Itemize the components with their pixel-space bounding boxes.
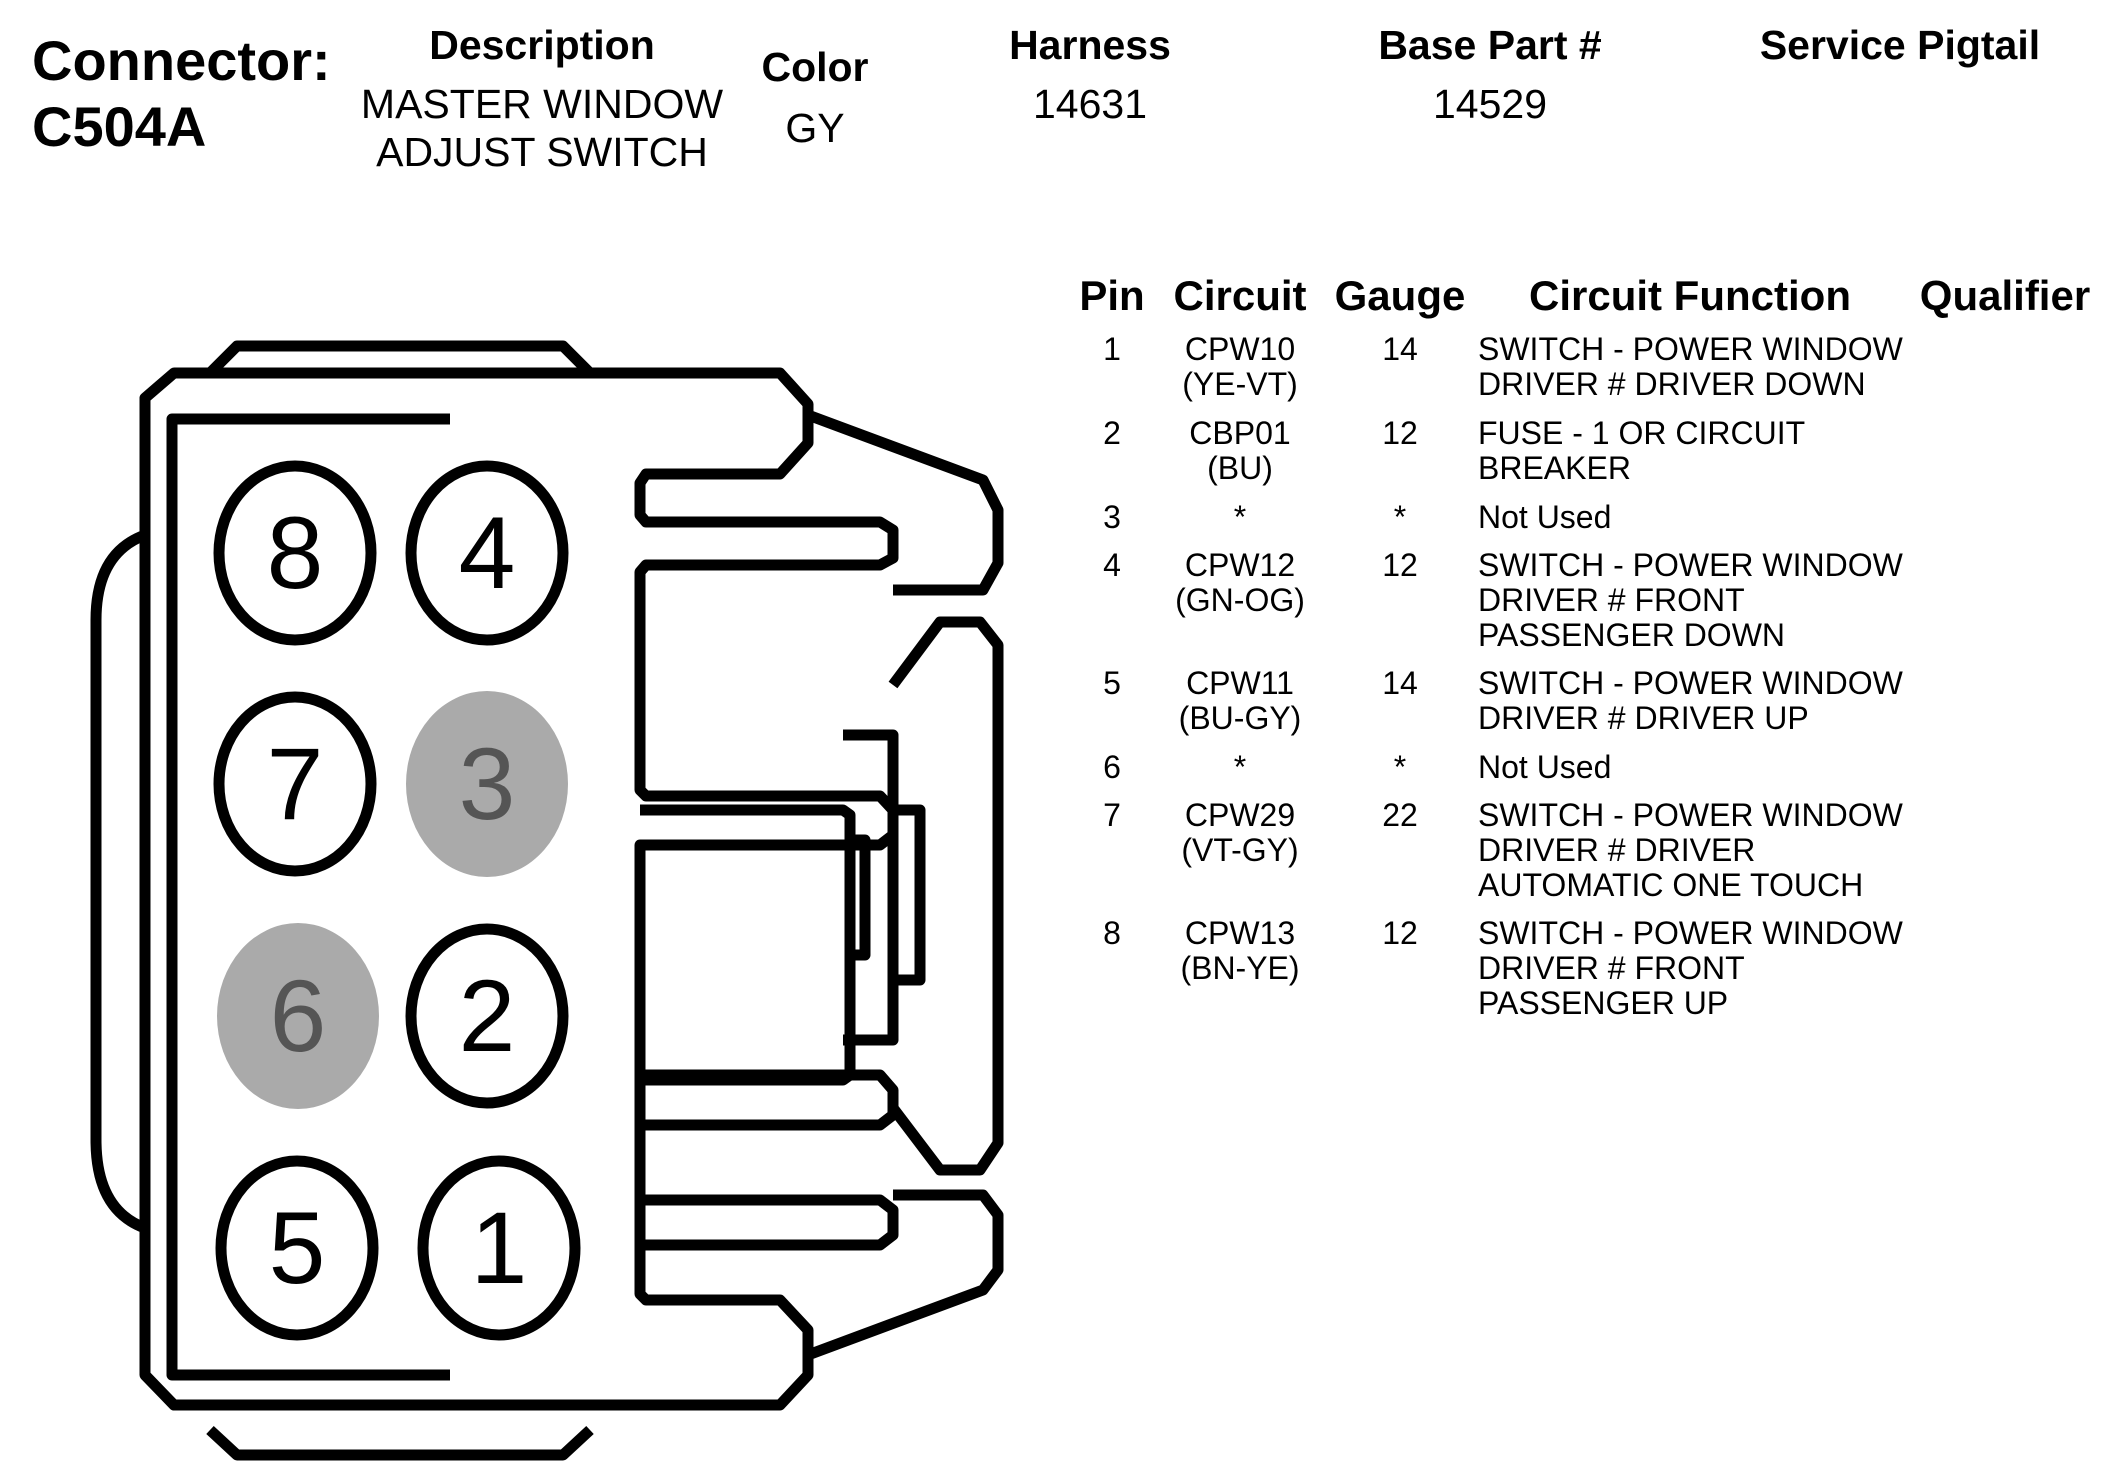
function-cell: SWITCH - POWER WINDOW DRIVER # FRONT PAS… [1478, 547, 1903, 653]
color-header: Color [761, 44, 869, 90]
circuit-cell: CPW11 (BU-GY) [1178, 665, 1302, 736]
function-cell: SWITCH - POWER WINDOW DRIVER # DRIVER AU… [1478, 797, 1903, 903]
pin-column-header: Pin [1079, 272, 1145, 319]
description-value: MASTER WINDOW ADJUST SWITCH [360, 81, 724, 175]
circuit-cell: CPW13 (BN-YE) [1180, 915, 1300, 986]
circuit-cell: * [1233, 499, 1247, 535]
pin-cell: 3 [1103, 499, 1121, 535]
service-pigtail-header: Service Pigtail [1759, 22, 2041, 68]
cavity-label: 2 [459, 959, 516, 1073]
pin-cell: 4 [1103, 547, 1121, 583]
function-cell: SWITCH - POWER WINDOW DRIVER # DRIVER DO… [1478, 331, 1903, 402]
circuit-cell: CBP01 (BU) [1189, 415, 1291, 486]
gauge-cell: * [1393, 499, 1407, 535]
cavity-5: 5 [215, 1155, 379, 1341]
cavity-label: 8 [267, 496, 324, 610]
cavity-label: 3 [459, 727, 516, 841]
pin-cell: 5 [1103, 665, 1121, 701]
description-header: Description [429, 22, 655, 68]
function-cell: SWITCH - POWER WINDOW DRIVER # DRIVER UP [1478, 665, 1903, 736]
pin-cell: 1 [1103, 331, 1121, 367]
cavity-3-unused: 3 [406, 691, 568, 877]
gauge-cell: * [1393, 749, 1407, 785]
circuit-cell: CPW12 (GN-OG) [1175, 547, 1305, 618]
cavity-label: 7 [267, 727, 324, 841]
gauge-cell: 14 [1382, 665, 1418, 701]
cavity-4: 4 [405, 460, 569, 646]
cavity-label: 4 [459, 496, 516, 610]
connector-id: C504A [32, 95, 207, 158]
pin-cell: 6 [1103, 749, 1121, 785]
cavity-1: 1 [417, 1155, 581, 1341]
gauge-cell: 22 [1382, 797, 1418, 833]
color-value: GY [785, 105, 845, 151]
gauge-cell: 12 [1382, 547, 1418, 583]
cavity-8: 8 [213, 460, 377, 646]
connector-housing-outline [90, 340, 1004, 1461]
gauge-column-header: Gauge [1334, 272, 1466, 319]
cavity-label: 1 [471, 1191, 528, 1305]
function-cell: Not Used [1478, 499, 1612, 535]
circuit-function-column-header: Circuit Function [1529, 272, 1851, 319]
circuit-cell: CPW10 (YE-VT) [1182, 331, 1298, 402]
cavity-2: 2 [405, 923, 569, 1109]
cavity-label: 5 [269, 1191, 326, 1305]
pin-cell: 7 [1103, 797, 1121, 833]
harness-value: 14631 [1032, 81, 1147, 127]
gauge-cell: 12 [1382, 915, 1418, 951]
gauge-cell: 12 [1382, 415, 1418, 451]
pin-cell: 2 [1103, 415, 1121, 451]
connector-label: Connector: C504A [32, 29, 331, 158]
connector-face-diagram: 8 4 7 3 6 2 5 1 [90, 340, 1004, 1461]
circuit-column-header: Circuit [1173, 272, 1307, 319]
qualifier-column-header: Qualifier [1919, 272, 2091, 319]
circuit-cell: CPW29 (VT-GY) [1181, 797, 1299, 868]
cavity-6-unused: 6 [217, 923, 379, 1109]
base-part-value: 14529 [1432, 81, 1547, 127]
function-cell: SWITCH - POWER WINDOW DRIVER # FRONT PAS… [1478, 915, 1903, 1021]
circuit-cell: * [1233, 749, 1247, 785]
base-part-header: Base Part # [1378, 22, 1602, 68]
function-cell: FUSE - 1 OR CIRCUIT BREAKER [1478, 415, 1806, 486]
harness-header: Harness [1009, 22, 1171, 68]
cavity-label: 6 [270, 959, 327, 1073]
function-cell: Not Used [1478, 749, 1612, 785]
pin-cell: 8 [1103, 915, 1121, 951]
cavity-7: 7 [213, 691, 377, 877]
gauge-cell: 14 [1382, 331, 1418, 367]
